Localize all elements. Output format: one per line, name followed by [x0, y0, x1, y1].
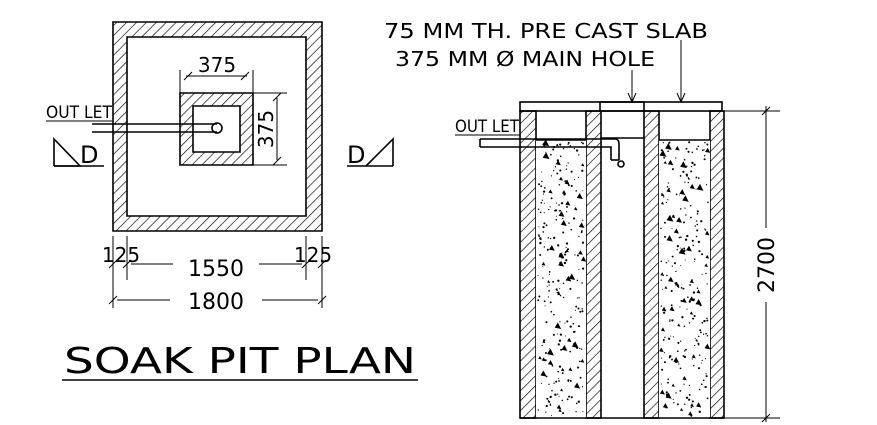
- gravel-fill-right: [659, 140, 711, 418]
- dim-hole-height: 375: [253, 92, 287, 166]
- plan-outlet-pipe: [92, 122, 223, 134]
- section-mark-right: D: [347, 137, 394, 169]
- dim-inner-width-text: 1550: [188, 257, 244, 282]
- gravel-fill-left: [536, 139, 587, 418]
- section-wall-right-outer: [709, 110, 725, 419]
- section-mark-right-label: D: [347, 141, 365, 169]
- dim-hole-width-text: 375: [198, 53, 236, 77]
- section-wall-right-inner: [643, 110, 660, 419]
- section-mark-left-label: D: [80, 141, 98, 169]
- dim-overall-width-text: 1800: [188, 290, 244, 315]
- soak-pit-plan-view: OUT LET D D 375 375: [46, 21, 418, 382]
- plan-outlet-label: OUT LET: [46, 103, 113, 123]
- section-mark-left: D: [53, 137, 104, 169]
- section-outlet-label: OUT LET: [455, 117, 520, 137]
- soak-pit-section-view: 75 MM TH. PRE CAST SLAB 375 MM Ø MAIN HO…: [384, 19, 780, 423]
- dim-hole-height-text: 375: [254, 110, 278, 148]
- dim-plan-overall: 1800: [108, 290, 327, 315]
- precast-slab: [519, 101, 723, 112]
- section-outlet-pipe: [479, 138, 625, 168]
- dim-wall-left-text: 125: [102, 243, 140, 267]
- plan-main-hole-wall: [179, 92, 254, 166]
- note-main-hole: 375 MM Ø MAIN HOLE: [395, 47, 655, 71]
- dim-section-height: 2700: [724, 106, 780, 423]
- dim-wall-right-text: 125: [294, 243, 332, 267]
- plan-outer-wall: [112, 21, 323, 232]
- note-slab: 75 MM TH. PRE CAST SLAB: [384, 19, 708, 43]
- dim-hole-width: 375: [179, 53, 254, 93]
- dim-plan-bottom-row1: 125 1550 125: [102, 236, 332, 308]
- plan-title: SOAK PIT PLAN: [64, 341, 416, 382]
- section-wall-left-outer: [519, 110, 537, 419]
- main-hole-opening: [599, 101, 645, 112]
- dim-section-height-text: 2700: [755, 237, 780, 293]
- section-wall-left-inner: [585, 110, 602, 419]
